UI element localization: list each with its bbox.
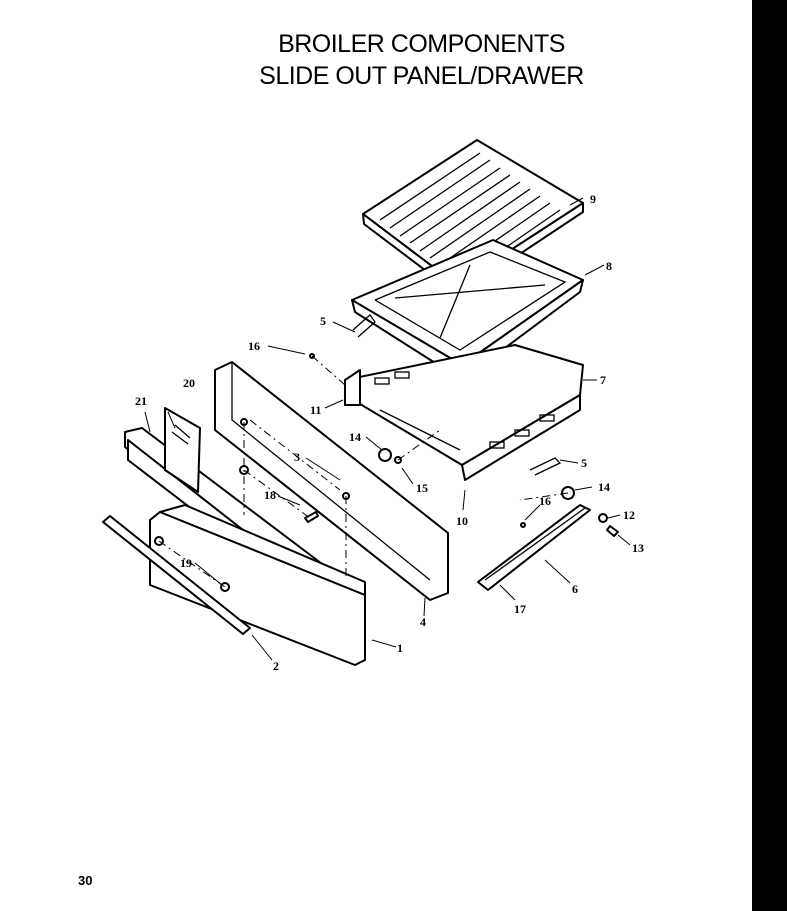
callout-19: 19 — [180, 556, 192, 570]
callout-3: 3 — [294, 450, 300, 464]
assembly-lines — [158, 355, 569, 588]
callout-9: 9 — [590, 192, 596, 206]
callout-14-right: 14 — [598, 480, 610, 494]
leader-lines — [144, 197, 631, 661]
callout-6: 6 — [572, 582, 578, 596]
callout-8: 8 — [606, 259, 612, 273]
callout-10: 10 — [456, 514, 468, 528]
rear-panel-part — [214, 361, 449, 601]
front-panel-part — [149, 504, 366, 666]
callout-16-right: 16 — [539, 494, 551, 508]
page-subtitle: SLIDE OUT PANEL/DRAWER — [259, 62, 584, 90]
callout-17: 17 — [514, 602, 526, 616]
callout-7: 7 — [600, 373, 606, 387]
callout-4: 4 — [420, 615, 426, 629]
callout-1: 1 — [397, 641, 403, 655]
handle-part — [102, 515, 251, 635]
slide-rail-part — [477, 504, 591, 591]
page-edge-bar — [752, 0, 787, 911]
callout-14-left: 14 — [349, 430, 361, 444]
callout-21: 21 — [135, 394, 147, 408]
callout-5-right: 5 — [581, 456, 587, 470]
drawer-frame-part — [344, 344, 584, 481]
callout-2: 2 — [273, 659, 279, 673]
callout-5-top: 5 — [320, 314, 326, 328]
page-number: 30 — [78, 873, 93, 888]
callout-16-left: 16 — [248, 339, 260, 353]
callout-11: 11 — [310, 403, 321, 417]
callout-13: 13 — [632, 541, 644, 555]
insulation-part — [164, 407, 201, 493]
callout-12: 12 — [623, 508, 635, 522]
callout-18: 18 — [264, 488, 276, 502]
page-title: BROILER COMPONENTS — [278, 30, 565, 58]
callout-20: 20 — [183, 376, 195, 390]
callout-15: 15 — [416, 481, 428, 495]
